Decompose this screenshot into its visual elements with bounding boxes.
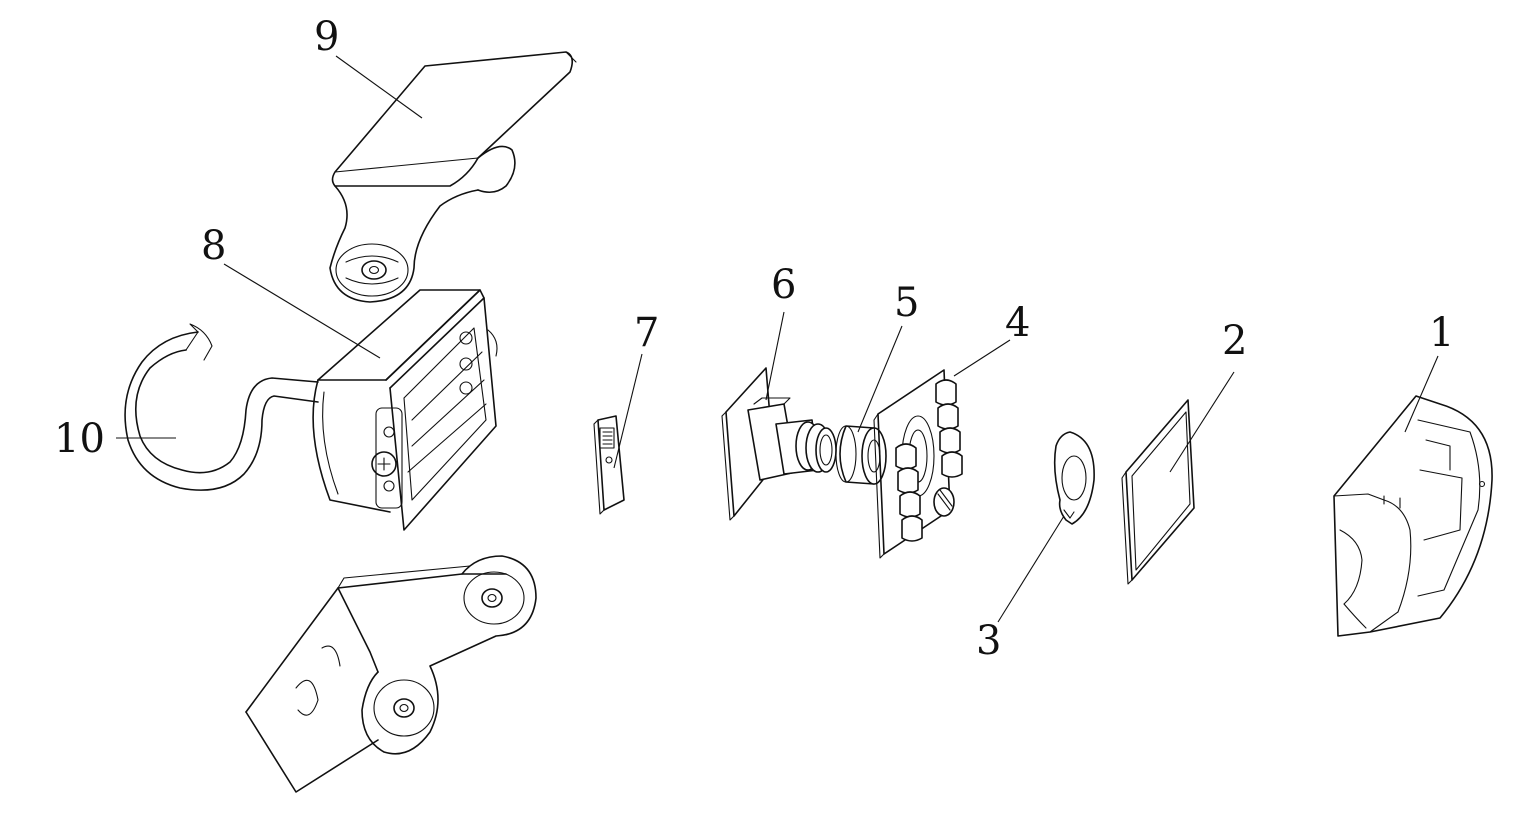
leader-5 [857, 325, 903, 433]
leader-2 [1169, 371, 1235, 473]
callout-6: 6 [771, 262, 796, 308]
part-4-ir-led-board [873, 369, 963, 559]
part-10-cable [124, 323, 319, 491]
leader-8 [223, 263, 381, 359]
part-7-connector-board [593, 415, 625, 515]
callout-labels: 1 2 3 4 5 6 7 8 9 10 [54, 14, 1454, 664]
part-8-rear-housing [312, 289, 498, 531]
lower-mounting-bracket [245, 555, 537, 793]
callout-5: 5 [894, 280, 919, 326]
callout-10: 10 [54, 416, 105, 462]
leader-3 [997, 515, 1065, 623]
part-1-front-cover [1333, 395, 1493, 637]
leader-7 [613, 353, 643, 469]
leader-1 [1404, 355, 1439, 433]
part-2-glass-window [1121, 399, 1195, 585]
leader-9 [335, 55, 423, 119]
leader-4 [953, 339, 1011, 377]
callout-2: 2 [1222, 318, 1247, 364]
part-3-gasket-ring [1053, 431, 1095, 525]
callout-4: 4 [1005, 300, 1030, 346]
callout-7: 7 [634, 310, 659, 356]
leader-6 [765, 311, 785, 401]
part-6-camera-module [721, 367, 837, 521]
callout-1: 1 [1429, 310, 1454, 356]
callout-8: 8 [201, 223, 226, 269]
leader-lines [116, 55, 1439, 623]
callout-3: 3 [976, 618, 1001, 664]
part-9-top-bracket [329, 51, 577, 303]
callout-9: 9 [314, 14, 339, 60]
